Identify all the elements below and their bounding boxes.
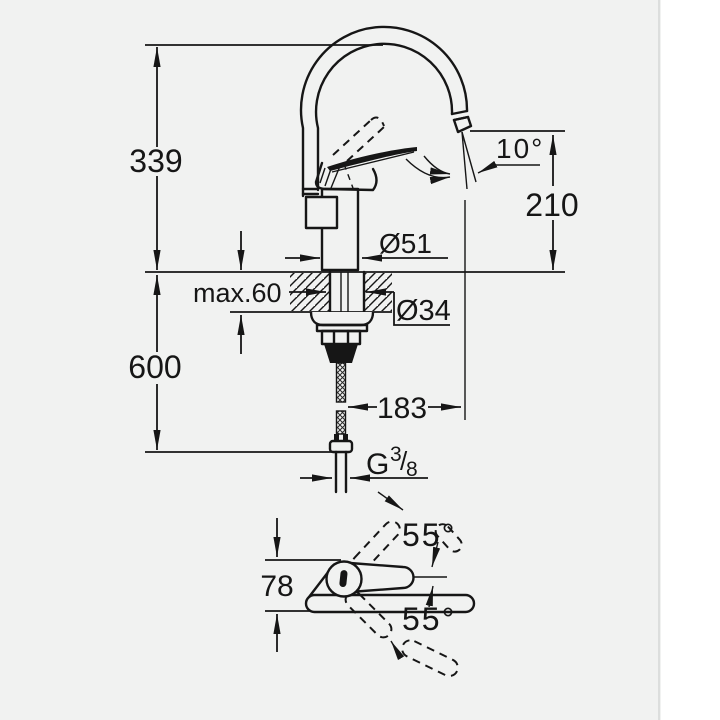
flex-hose [328,362,354,494]
dim-max60-label: max.60 [193,278,282,308]
dim-210: 210 [525,135,579,270]
washer [309,311,375,327]
dim-600: 600 [128,275,182,450]
dim-339-label: 339 [129,143,182,179]
front-view: 339 600 210 10° Ø51 [128,25,579,494]
dim-dia34: Ø34 [366,288,451,327]
dim-600-label: 600 [128,349,181,385]
dim-10deg-label: 10° [496,133,544,164]
hose-connector [328,439,354,454]
dim-78: 78 [260,518,341,652]
dim-g38: G 3 / 8 [300,443,428,482]
handle-raised-position [332,116,385,162]
spout-outlet-tip [452,115,473,134]
plan-view: 78 55° 55° [260,491,476,678]
dim-dia51-label: Ø51 [379,228,432,259]
dim-dia34-label: Ø34 [396,295,451,327]
dim-g38-label: G 3 / 8 [366,443,418,481]
dim-10deg: 10° [423,131,544,190]
handle [314,116,451,192]
dim-55deg-lower-label: 55° [402,601,456,637]
dim-210-label: 210 [525,187,578,223]
dim-55deg-upper: 55° [377,491,456,568]
dim-dia51: Ø51 [285,228,448,262]
dim-339: 339 [129,47,183,270]
dim-183-label: 183 [377,392,427,425]
handle-lever [327,147,417,171]
plan-handle-slot [339,570,348,588]
nut-cone [324,344,358,363]
dim-max60: max.60 [193,231,326,354]
spout-collar [304,195,339,230]
swivel-arrow [405,158,451,185]
page-right-margin [661,0,720,720]
spout [299,25,473,198]
mounting-hardware [309,311,375,363]
dim-183: 183 [348,392,461,425]
plan-lever [348,561,415,594]
dim-78-label: 78 [260,570,293,603]
dim-55deg-lower: 55° [390,585,456,661]
dim-55deg-upper-label: 55° [402,517,456,553]
